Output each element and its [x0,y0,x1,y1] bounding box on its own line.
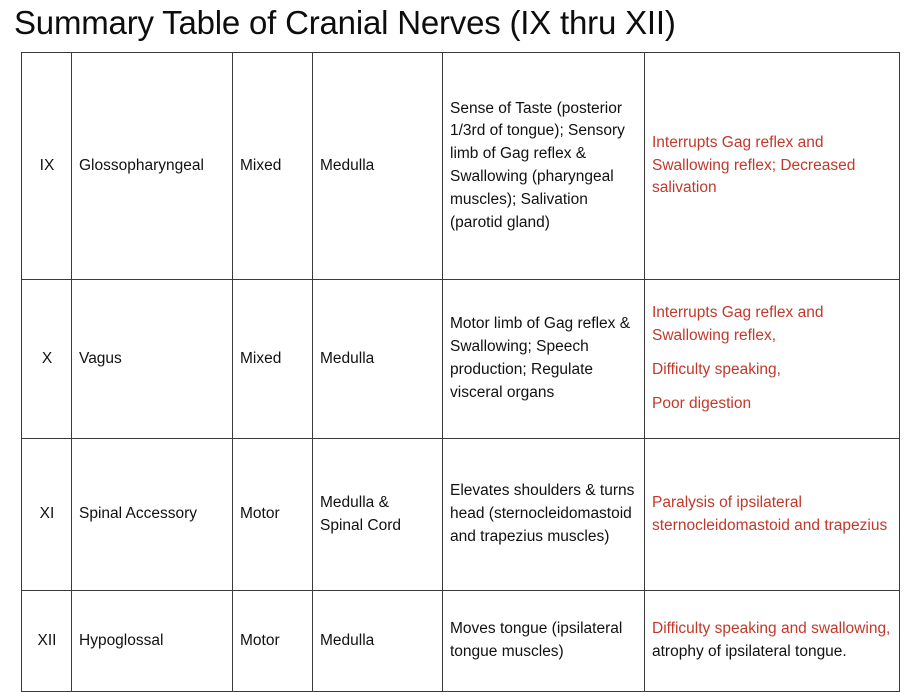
lesion-text-segment: Difficulty speaking, [652,361,781,378]
cell-location: Medulla [312,279,443,439]
cell-name: Hypoglossal [71,590,233,692]
cranial-nerves-table: IX Glossopharyngeal Mixed Medulla Sense … [21,52,900,692]
cell-location: Medulla [312,52,443,280]
page-title: Summary Table of Cranial Nerves (IX thru… [14,4,676,41]
cell-type: Mixed [232,279,313,439]
cell-type: Mixed [232,52,313,280]
cell-type: Motor [232,590,313,692]
table-body: IX Glossopharyngeal Mixed Medulla Sense … [21,52,900,692]
lesion-text-segment: Interrupts Gag reflex and Swallowing ref… [652,133,856,197]
cell-function: Sense of Taste (posterior 1/3rd of tongu… [442,52,645,280]
cell-lesion: Interrupts Gag reflex and Swallowing ref… [644,52,900,280]
cell-name: Vagus [71,279,233,439]
cell-numeral: IX [21,52,72,280]
cell-numeral: X [21,279,72,439]
lesion-text-segment: Poor digestion [652,394,752,412]
lesion-paragraph: Difficulty speaking, [652,359,893,382]
lesion-paragraph: Poor digestion [652,393,893,416]
cell-function: Motor limb of Gag reflex & Swallowing; S… [442,279,645,439]
lesion-paragraph: Paralysis of ipsilateral sternocleidomas… [652,492,893,538]
lesion-text-segment: atrophy of ipsilateral tongue. [652,643,847,660]
cell-location: Medulla [312,590,443,692]
table-row: IX Glossopharyngeal Mixed Medulla Sense … [21,52,900,280]
cell-function: Moves tongue (ipsilateral tongue muscles… [442,590,645,692]
cell-type: Motor [232,438,313,591]
cell-function: Elevates shoulders & turns head (sternoc… [442,438,645,591]
lesion-text-segment: Interrupts Gag reflex and Swallowing ref… [652,304,824,345]
cell-lesion: Paralysis of ipsilateral sternocleidomas… [644,438,900,591]
lesion-paragraph: Interrupts Gag reflex and Swallowing ref… [652,132,893,200]
lesion-text-segment: Paralysis of ipsilateral sternocleidomas… [652,493,888,534]
lesion-paragraph: Interrupts Gag reflex and Swallowing ref… [652,302,893,348]
lesion-text-segment: Difficulty speaking and swallowing, [652,620,891,638]
cell-name: Spinal Accessory [71,438,233,591]
cell-location: Medulla & Spinal Cord [312,438,443,591]
cell-numeral: XI [21,438,72,591]
table-row: XII Hypoglossal Motor Medulla Moves tong… [21,590,900,692]
cell-name: Glossopharyngeal [71,52,233,280]
cell-lesion: Difficulty speaking and swallowing, atro… [644,590,900,692]
cell-numeral: XII [21,590,72,692]
lesion-paragraph: Difficulty speaking and swallowing, atro… [652,618,893,664]
table-row: XI Spinal Accessory Motor Medulla & Spin… [21,438,900,591]
table-row: X Vagus Mixed Medulla Motor limb of Gag … [21,279,900,439]
cell-lesion: Interrupts Gag reflex and Swallowing ref… [644,279,900,439]
